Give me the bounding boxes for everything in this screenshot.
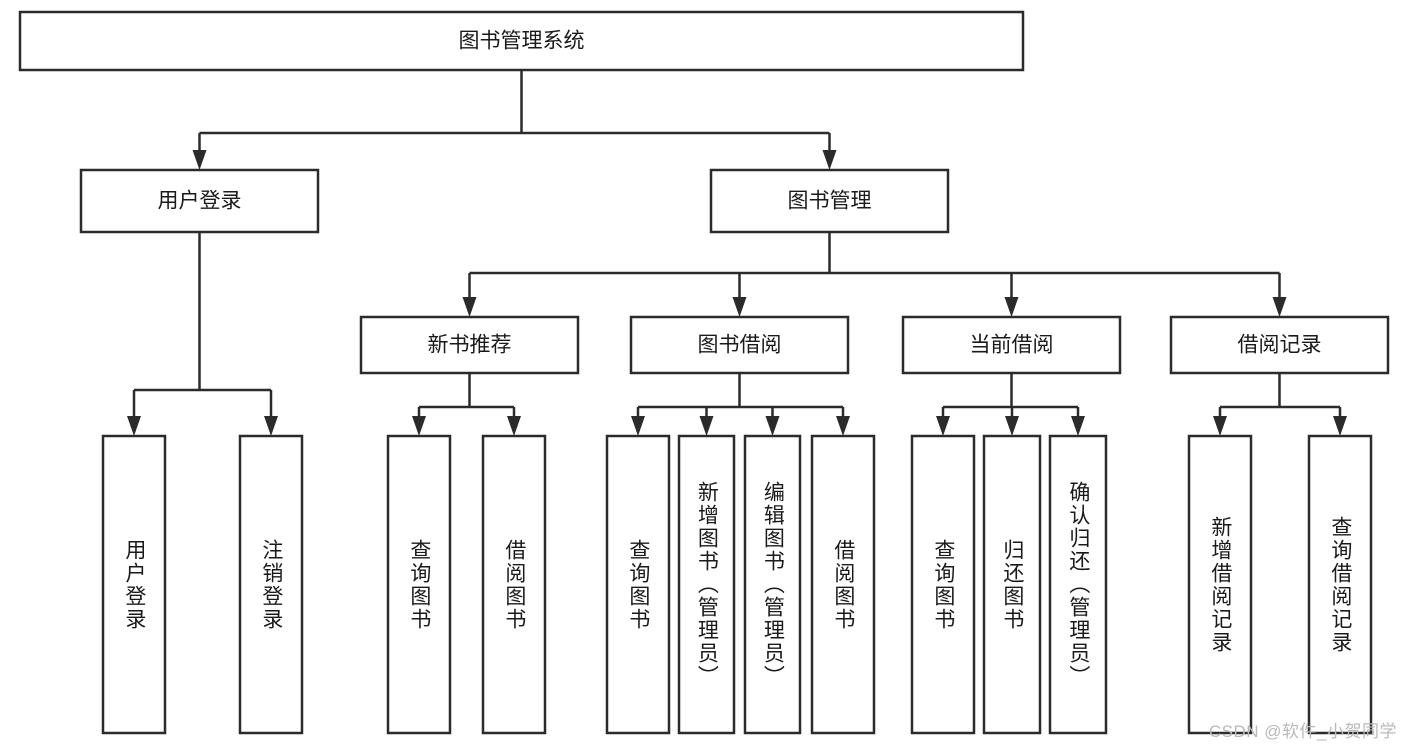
node-book-borrow-label: 图书借阅 [698,334,782,357]
node-leaf-query-record[interactable] [1307,434,1373,735]
node-new-book-recommend-label: 新书推荐 [428,334,512,357]
edges-layer [127,70,1347,436]
node-book-manage[interactable] [709,168,950,234]
node-leaf-add-book[interactable] [677,434,736,735]
node-leaf-return-book[interactable] [982,434,1042,735]
node-book-manage-label: 图书管理 [788,190,872,213]
watermark: CSDN @软件_小贺同学 [1208,722,1397,741]
node-user-login-label: 用户登录 [158,190,242,213]
node-leaf-query-book-current[interactable] [910,434,976,735]
node-leaf-query-book-rec[interactable] [386,434,452,735]
node-leaf-user-login[interactable] [101,434,167,735]
node-leaf-borrow-book-rec[interactable] [481,434,547,735]
node-leaf-user-logout[interactable] [238,434,304,735]
node-leaf-edit-book[interactable] [743,434,802,735]
node-borrow-record[interactable] [1169,315,1390,375]
node-user-login[interactable] [79,168,320,234]
node-leaf-confirm-return[interactable] [1048,434,1108,735]
node-current-borrow-label: 当前借阅 [970,334,1054,357]
node-book-borrow[interactable] [629,315,850,375]
node-root-label: 图书管理系统 [459,30,585,53]
node-borrow-record-label: 借阅记录 [1238,334,1322,357]
node-leaf-add-record[interactable] [1187,434,1253,735]
node-leaf-query-book-borrow[interactable] [605,434,671,735]
node-leaf-borrow-book[interactable] [810,434,876,735]
boxes-layer [18,10,1390,735]
node-new-book-recommend[interactable] [359,315,580,375]
node-current-borrow[interactable] [901,315,1122,375]
node-root-图书管理系统[interactable] [18,10,1025,72]
